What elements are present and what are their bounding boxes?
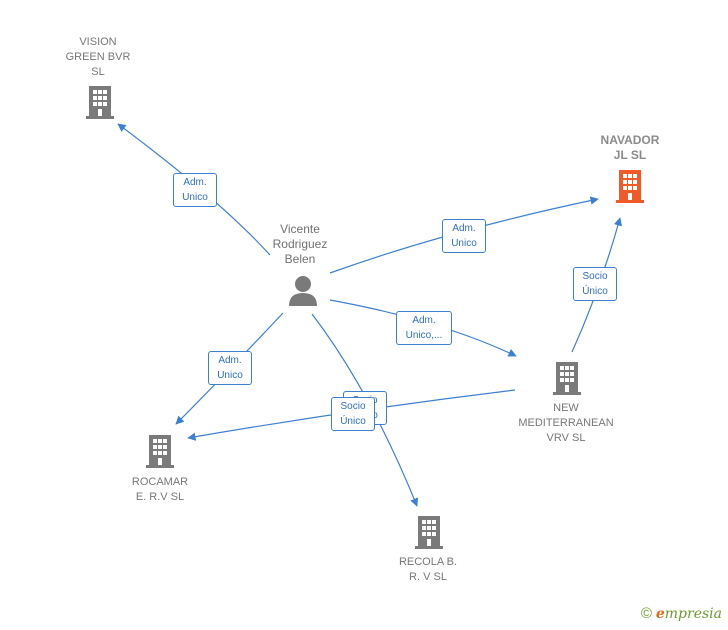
node-label-recola[interactable]: RECOLA B. R. V SL	[398, 556, 458, 583]
building-icon-recola	[415, 516, 443, 549]
edge-label-vicente-rocamar: Adm. Unico	[208, 351, 252, 385]
brand-initial: e	[655, 606, 665, 622]
footer-brand: © empresia	[641, 605, 722, 622]
node-label-navador[interactable]: NAVADOR JL SL	[600, 133, 660, 162]
edge-label-vicente-vision: Adm. Unico	[173, 173, 217, 207]
node-label-vicente[interactable]: Vicente Rodriguez Belen	[272, 222, 328, 266]
building-icon-vision	[86, 86, 114, 119]
node-label-vision[interactable]: VISION GREEN BVR SL	[65, 36, 131, 78]
person-icon	[289, 276, 317, 306]
edge-label-vicente-newmed: Adm. Unico,...	[396, 311, 452, 345]
node-label-rocamar[interactable]: ROCAMAR E. R.V SL	[131, 476, 189, 503]
edge-label-newmed-rocamar: Socio Único	[331, 397, 375, 431]
edge-label-vicente-navador: Adm. Unico	[442, 219, 486, 253]
building-icon-rocamar	[146, 435, 174, 468]
brand-name: mpresia	[664, 606, 722, 622]
edge-label-newmed-navador: Socio Único	[573, 267, 617, 301]
building-icon-navador	[616, 170, 644, 203]
building-icon-newmed	[553, 362, 581, 395]
copyright-symbol: ©	[640, 605, 652, 622]
node-label-newmed[interactable]: NEW MEDITERRANEAN VRV SL	[518, 402, 614, 444]
